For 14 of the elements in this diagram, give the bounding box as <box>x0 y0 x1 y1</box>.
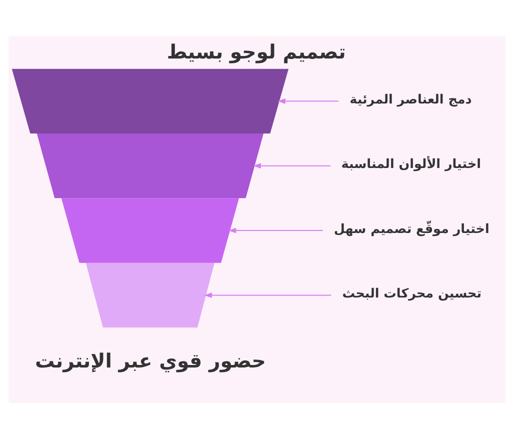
node-text: تحسين محركات البحث <box>342 286 482 302</box>
diagram-title: تصميم لوجو بسيط <box>166 40 346 64</box>
node-bar <box>12 68 289 133</box>
node-text: دمج العناصر المرئية <box>350 92 472 108</box>
node-text: اختيار موقّع تصميم سهل <box>334 221 490 236</box>
node-bar <box>36 133 264 198</box>
arrow <box>278 98 340 104</box>
node-bar <box>61 198 240 262</box>
arrow <box>228 227 324 233</box>
arrow <box>204 292 332 298</box>
caption: حضور قوي عبر الإنترنت <box>35 349 266 372</box>
node-bar <box>86 262 215 328</box>
node-text: اختيار الألوان المناسبة <box>341 156 481 172</box>
arrow <box>253 162 331 168</box>
